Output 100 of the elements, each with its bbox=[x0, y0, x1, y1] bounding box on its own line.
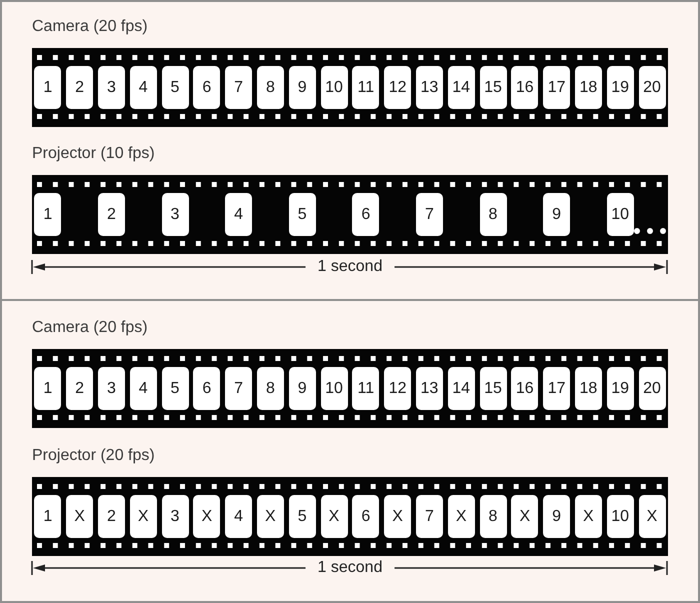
film-frame bbox=[256, 495, 284, 538]
film-frame bbox=[288, 495, 316, 538]
frame-number: 5 bbox=[170, 380, 180, 398]
frame-number: 6 bbox=[202, 380, 212, 398]
film-frame bbox=[543, 495, 570, 538]
film-frame bbox=[384, 367, 412, 410]
film-frame bbox=[34, 66, 62, 109]
frame-number: 4 bbox=[138, 78, 148, 96]
frame-number: 3 bbox=[106, 380, 116, 398]
film-frame bbox=[480, 66, 506, 109]
frame-number: 7 bbox=[424, 206, 434, 224]
film-frame bbox=[416, 193, 443, 236]
film-frame bbox=[416, 367, 443, 410]
film-frame bbox=[193, 66, 220, 109]
strip-heading: Projector (10 fps) bbox=[32, 144, 155, 164]
frame-number: 6 bbox=[361, 508, 370, 526]
frame-number: 9 bbox=[298, 380, 307, 398]
frame-number: 18 bbox=[579, 380, 598, 398]
frame-number: 12 bbox=[388, 78, 406, 96]
strip-heading: Camera (20 fps) bbox=[32, 17, 148, 37]
frame-number: 10 bbox=[325, 78, 343, 96]
film-frame bbox=[34, 495, 62, 538]
frame-number: X bbox=[392, 508, 403, 526]
film-frame bbox=[320, 495, 348, 538]
frame-number: 8 bbox=[488, 508, 498, 526]
film-frame bbox=[511, 367, 538, 410]
film-frame bbox=[448, 495, 475, 538]
film-frame bbox=[574, 495, 602, 538]
frame-number: 3 bbox=[106, 78, 116, 96]
frame-number: 10 bbox=[611, 508, 630, 526]
film-frame bbox=[130, 495, 157, 538]
frame-number: 20 bbox=[643, 380, 661, 398]
film-frame bbox=[130, 367, 157, 410]
frame-number: 13 bbox=[420, 380, 438, 398]
frame-number: 13 bbox=[420, 78, 438, 96]
frame-number: X bbox=[328, 508, 340, 526]
film-frame bbox=[352, 495, 380, 538]
film-frame bbox=[448, 66, 475, 109]
film-frame bbox=[130, 66, 157, 109]
frame-number: X bbox=[646, 508, 658, 526]
film-frame bbox=[480, 193, 506, 236]
film-frame bbox=[225, 367, 252, 410]
frame-number: 1 bbox=[43, 206, 52, 224]
frame-number: X bbox=[456, 508, 467, 526]
film-frame bbox=[606, 367, 634, 410]
frame-number: X bbox=[583, 508, 594, 526]
strip-heading: Projector (20 fps) bbox=[32, 446, 155, 466]
frame-number: 2 bbox=[75, 78, 84, 96]
film-frame bbox=[606, 193, 634, 236]
frame-number: 19 bbox=[611, 380, 630, 398]
film-frame bbox=[98, 66, 125, 109]
frame-number: 17 bbox=[548, 380, 566, 398]
frame-number: 14 bbox=[452, 380, 470, 398]
frame-number: 6 bbox=[202, 78, 212, 96]
film-frame bbox=[416, 66, 443, 109]
frame-number: 19 bbox=[611, 78, 630, 96]
frame-number: 5 bbox=[170, 78, 180, 96]
frame-number: 2 bbox=[106, 206, 116, 224]
frame-number: 12 bbox=[388, 380, 406, 398]
film-frame bbox=[288, 193, 316, 236]
film-frame bbox=[256, 367, 284, 410]
frame-number: 2 bbox=[106, 508, 116, 526]
frame-number: X bbox=[138, 508, 149, 526]
film-frame bbox=[193, 367, 220, 410]
film-frame bbox=[162, 367, 188, 410]
frame-number: 16 bbox=[516, 380, 534, 398]
film-frame bbox=[162, 66, 188, 109]
film-frame bbox=[225, 66, 252, 109]
film-frame bbox=[384, 66, 412, 109]
frame-number: 15 bbox=[484, 380, 502, 398]
frame-number: 9 bbox=[298, 78, 307, 96]
frame-number: 11 bbox=[357, 380, 374, 398]
frame-number: 3 bbox=[170, 206, 180, 224]
film-frame bbox=[225, 193, 252, 236]
frame-number: 8 bbox=[488, 206, 498, 224]
frame-number: 15 bbox=[484, 78, 502, 96]
frame-number: 11 bbox=[357, 78, 374, 96]
film-frame bbox=[352, 193, 380, 236]
frame-number: X bbox=[201, 508, 212, 526]
frame-number: 2 bbox=[75, 380, 84, 398]
frame-number: 8 bbox=[266, 78, 275, 96]
film-frame bbox=[66, 495, 94, 538]
frame-number: 17 bbox=[548, 78, 566, 96]
film-frame bbox=[606, 66, 634, 109]
film-frame bbox=[162, 193, 188, 236]
film-frame bbox=[288, 367, 316, 410]
film-frame bbox=[638, 66, 666, 109]
frame-number: 5 bbox=[298, 206, 307, 224]
film-frame bbox=[574, 367, 602, 410]
frame-number: 7 bbox=[234, 380, 244, 398]
film-frame bbox=[98, 193, 125, 236]
film-frame bbox=[416, 495, 443, 538]
frame-number: 16 bbox=[516, 78, 534, 96]
frame-number: 1 bbox=[43, 508, 52, 526]
film-frame bbox=[34, 193, 62, 236]
frame-number: 5 bbox=[298, 508, 307, 526]
strip-heading: Camera (20 fps) bbox=[32, 318, 148, 338]
frame-number: X bbox=[519, 508, 530, 526]
frame-number: 6 bbox=[361, 206, 370, 224]
film-frame bbox=[162, 495, 188, 538]
